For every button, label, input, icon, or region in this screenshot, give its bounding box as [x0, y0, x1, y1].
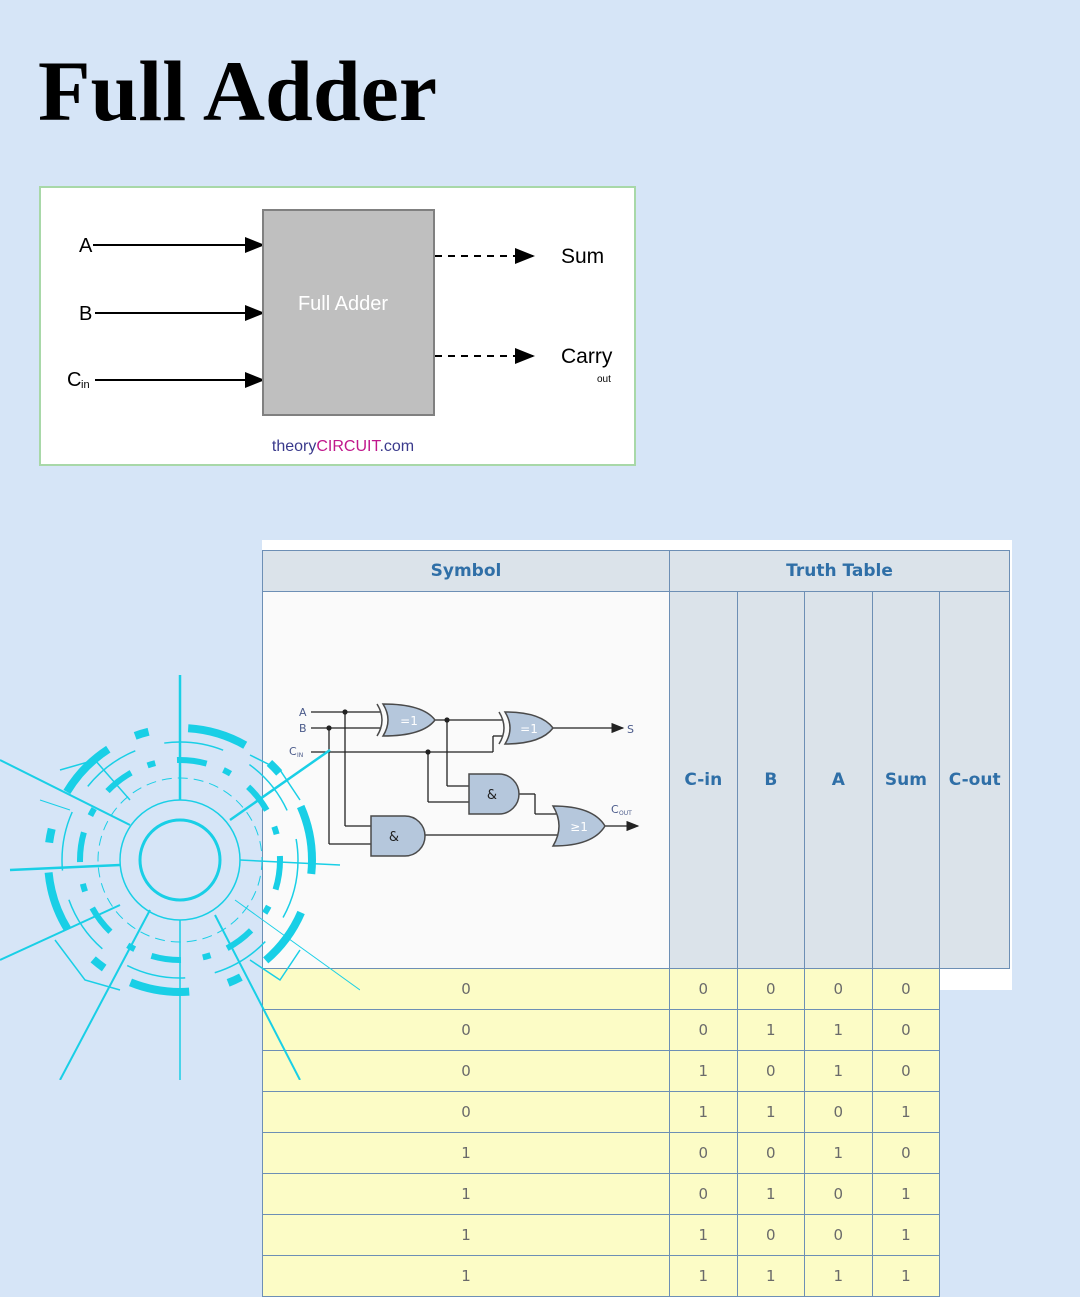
- and-gate-2: &: [370, 815, 426, 857]
- cell-cout: 0: [871, 1009, 941, 1051]
- cell-cin: 1: [262, 1132, 670, 1174]
- xor-gate-1: =1: [376, 703, 436, 737]
- cell-b: 0: [669, 1173, 738, 1215]
- column-header-row: A B C IN: [262, 591, 1010, 969]
- source-credit-suffix: .com: [379, 438, 414, 455]
- cell-cout: 1: [871, 1173, 941, 1215]
- input-label-b: B: [79, 303, 92, 325]
- cell-cin: 1: [262, 1214, 670, 1256]
- cell-cin: 0: [262, 1009, 670, 1051]
- cell-sum: 0: [804, 1173, 873, 1215]
- cell-cout: 1: [871, 1091, 941, 1133]
- cell-a: 0: [736, 968, 806, 1010]
- xor-gate-2-label: =1: [520, 722, 538, 736]
- col-header-cin: C-in: [669, 591, 738, 969]
- truth-table-header: Truth Table: [669, 550, 1010, 592]
- logic-circuit: A B C IN: [289, 703, 640, 857]
- cell-sum: 1: [804, 1132, 873, 1174]
- block-diagram: A B C in Full Adder Sum Carry out theory…: [67, 209, 613, 455]
- or-gate-label: ≥1: [570, 820, 588, 834]
- truth-table: Symbol Truth Table A B C: [262, 550, 1010, 1297]
- cell-sum: 0: [804, 1091, 873, 1133]
- col-header-cout: C-out: [939, 591, 1010, 969]
- cell-sum: 0: [804, 1214, 873, 1256]
- cell-cin: 1: [262, 1255, 670, 1297]
- circuit-input-b: B: [299, 722, 307, 735]
- cell-b: 0: [669, 968, 738, 1010]
- circuit-wires: [311, 711, 640, 845]
- output-label-carry-subscript: out: [597, 374, 611, 385]
- symbol-header: Symbol: [262, 550, 670, 592]
- cell-a: 1: [736, 1173, 806, 1215]
- and-gate-2-label: &: [389, 830, 399, 845]
- and-gate-1-label: &: [487, 788, 497, 803]
- cell-cin: 0: [262, 968, 670, 1010]
- cell-cout: 0: [871, 968, 941, 1010]
- source-credit-prefix: theory: [272, 438, 316, 455]
- cell-a: 0: [736, 1050, 806, 1092]
- cell-sum: 1: [804, 1009, 873, 1051]
- output-label-carry: Carry: [561, 345, 613, 368]
- full-adder-box: [262, 209, 435, 416]
- cell-b: 0: [669, 1009, 738, 1051]
- col-header-a: A: [804, 591, 873, 969]
- sum-output-label: S: [627, 723, 634, 736]
- cell-b: 1: [669, 1255, 738, 1297]
- circuit-input-cin-subscript: IN: [297, 752, 303, 759]
- input-label-cin-subscript: in: [81, 379, 90, 391]
- cell-cout: 1: [871, 1255, 941, 1297]
- cell-b: 0: [669, 1132, 738, 1174]
- cell-a: 0: [736, 1132, 806, 1174]
- xor-gate-2: =1: [498, 711, 554, 745]
- cell-a: 1: [736, 1255, 806, 1297]
- symbol-cell: A B C IN: [262, 591, 670, 969]
- symbol-truth-table-panel: Symbol Truth Table A B C: [262, 540, 1012, 1297]
- decorative-circuit-graphic: [0, 675, 360, 1080]
- xor-gate-1-label: =1: [400, 714, 418, 728]
- col-header-sum: Sum: [871, 591, 941, 969]
- circuit-junctions: [326, 709, 450, 755]
- or-gate: ≥1: [551, 805, 606, 847]
- cell-cout: 0: [871, 1050, 941, 1092]
- cell-cin: 1: [262, 1173, 670, 1215]
- cell-a: 1: [736, 1091, 806, 1133]
- block-diagram-card: A B C in Full Adder Sum Carry out theory…: [39, 186, 636, 466]
- circuit-input-cin: C: [289, 745, 297, 758]
- carry-output-subscript: OUT: [619, 810, 632, 817]
- and-gate-1: &: [468, 773, 520, 815]
- carry-output-label: C: [611, 803, 619, 816]
- full-adder-box-label: Full Adder: [298, 293, 388, 315]
- col-header-b: B: [736, 591, 806, 969]
- page-title: Full Adder: [38, 43, 438, 139]
- cell-b: 1: [669, 1091, 738, 1133]
- cell-cout: 1: [871, 1214, 941, 1256]
- cell-sum: 0: [804, 968, 873, 1010]
- cell-a: 0: [736, 1214, 806, 1256]
- source-credit-highlight: CIRCUIT: [316, 438, 381, 455]
- source-credit: theoryCIRCUIT.com: [272, 438, 414, 455]
- cell-cin: 0: [262, 1091, 670, 1133]
- cell-b: 1: [669, 1214, 738, 1256]
- cell-b: 1: [669, 1050, 738, 1092]
- cell-sum: 1: [804, 1255, 873, 1297]
- output-label-sum: Sum: [561, 245, 604, 268]
- input-label-a: A: [79, 235, 93, 257]
- cell-cout: 0: [871, 1132, 941, 1174]
- input-label-cin: C: [67, 369, 81, 391]
- cell-a: 1: [736, 1009, 806, 1051]
- cell-sum: 1: [804, 1050, 873, 1092]
- circuit-input-a: A: [299, 706, 307, 719]
